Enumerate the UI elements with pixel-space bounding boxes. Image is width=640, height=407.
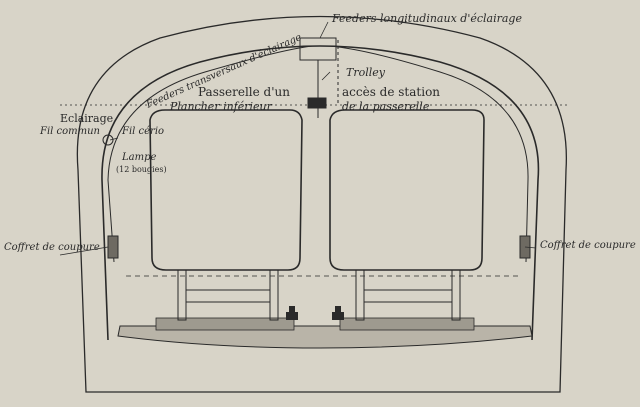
ground-ballast [117, 325, 533, 349]
tunnel-outer-outline [76, 15, 568, 393]
label-coffret-left: Coffret de coupure [4, 242, 100, 253]
label-plancher-inferieur: Plancher inférieur [169, 100, 273, 113]
label-fil-commun: Fil commun [39, 126, 100, 137]
label-fil-cerio: Fil cério [121, 126, 164, 137]
label-acces-station: accès de station [342, 85, 440, 99]
feeder-cable [107, 45, 529, 263]
coffret-left-box [107, 235, 119, 259]
label-feeders-longitudinaux: Feeders longitudinaux d'éclairage [331, 12, 522, 25]
sleeper-right [339, 317, 475, 331]
label-bougies: (12 bougies) [116, 165, 167, 174]
label-lampe: Lampe [121, 152, 156, 163]
rails [286, 306, 344, 320]
lampe-icon [102, 134, 114, 146]
right-car-body [329, 109, 485, 271]
label-passerelle: Passerelle d'un [198, 85, 290, 99]
tunnel-inner-outline [101, 45, 540, 341]
label-trolley: Trolley [346, 66, 386, 79]
leader-lines [59, 21, 537, 256]
left-undercarriage [177, 269, 279, 321]
left-car-body [149, 109, 303, 271]
trolley-assembly [299, 37, 339, 118]
label-coffret-right: Coffret de coupure [540, 240, 636, 251]
sleeper-left [155, 317, 295, 331]
label-de-la-passerelle: de la passerelle [342, 100, 430, 113]
right-undercarriage [355, 269, 461, 321]
label-eclairage: Eclairage [60, 112, 113, 125]
